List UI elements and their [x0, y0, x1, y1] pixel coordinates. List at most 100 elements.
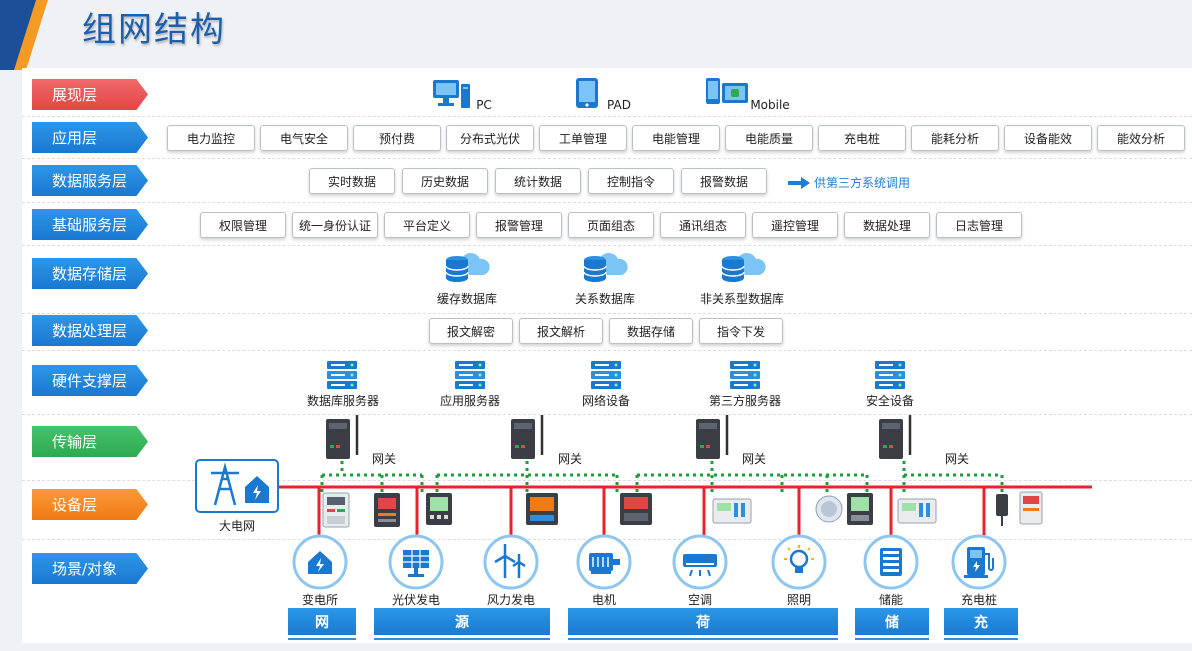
database-cloud-icon	[445, 252, 490, 282]
layer-basic-service: 基础服务层	[32, 209, 148, 240]
pc-label: PC	[476, 98, 492, 112]
gateway-label: 网关	[557, 452, 583, 466]
scene-substation-label: 变电所	[301, 593, 339, 607]
arrow-right-icon	[788, 176, 810, 189]
relational-database-label: 关系数据库	[574, 292, 636, 306]
meter-device-icon	[426, 493, 452, 525]
category-load: 荷	[568, 608, 838, 635]
gateway-label: 网关	[371, 452, 397, 466]
app-energy-management: 电能管理	[632, 125, 720, 151]
app-electrical-safety: 电气安全	[260, 125, 348, 151]
power-grid-icon	[195, 459, 279, 513]
app-charging-pile: 充电桩	[818, 125, 906, 151]
pad-label: PAD	[607, 98, 631, 112]
wind-turbine-icon	[483, 534, 539, 590]
category-underline	[855, 638, 929, 640]
category-source: 源	[374, 608, 550, 635]
layer-presentation: 展现层	[32, 79, 148, 110]
mobile-label: Mobile	[750, 98, 790, 112]
bs-log-management: 日志管理	[936, 212, 1022, 238]
proc-command-issue: 指令下发	[699, 318, 783, 344]
air-conditioner-icon	[672, 534, 728, 590]
nosql-database-label: 非关系型数据库	[699, 292, 785, 306]
scene-storage-label: 储能	[878, 593, 904, 607]
app-prepayment: 预付费	[353, 125, 441, 151]
bs-alarm-management: 报警管理	[476, 212, 562, 238]
database-cloud-icon	[721, 252, 766, 282]
charging-station-icon	[951, 534, 1007, 590]
pc-icon	[433, 80, 470, 108]
layer-application: 应用层	[32, 122, 148, 153]
corner-decoration	[0, 0, 48, 70]
category-underline	[288, 638, 356, 640]
network-device-label: 网络设备	[581, 394, 631, 408]
proc-data-storage: 数据存储	[609, 318, 693, 344]
mobile-icon	[706, 78, 748, 104]
bs-remote-control: 遥控管理	[752, 212, 838, 238]
ds-alarm-data: 报警数据	[681, 168, 767, 194]
gateway-icon	[326, 415, 359, 459]
server-icon	[591, 361, 621, 389]
third-party-label: 供第三方系统调用	[814, 176, 911, 190]
scene-motor-label: 电机	[591, 593, 617, 607]
app-power-monitoring: 电力监控	[167, 125, 255, 151]
security-device-label: 安全设备	[865, 394, 915, 408]
scene-pv-label: 光伏发电	[391, 593, 441, 607]
page-title: 组网结构	[82, 10, 226, 50]
app-distributed-pv: 分布式光伏	[446, 125, 534, 151]
energy-storage-icon	[863, 534, 919, 590]
app-power-quality: 电能质量	[725, 125, 813, 151]
bs-data-processing: 数据处理	[844, 212, 930, 238]
layer-data-storage: 数据存储层	[32, 258, 148, 289]
meter-device-icon	[620, 493, 652, 525]
server-icon	[875, 361, 905, 389]
sensor-device-icon	[815, 495, 843, 523]
bs-communication-configuration: 通讯组态	[660, 212, 746, 238]
category-grid: 网	[288, 608, 356, 635]
scene-lighting-label: 照明	[786, 593, 812, 607]
layer-device: 设备层	[32, 489, 148, 520]
scene-ac-label: 空调	[687, 593, 713, 607]
ds-realtime-data: 实时数据	[309, 168, 395, 194]
db-server-label: 数据库服务器	[306, 394, 380, 408]
proc-message-decrypt: 报文解密	[429, 318, 513, 344]
substation-icon	[292, 534, 348, 590]
bs-platform-definition: 平台定义	[384, 212, 470, 238]
server-icon	[730, 361, 760, 389]
tablet-icon	[576, 78, 598, 108]
gateway-icon	[879, 415, 912, 459]
category-charging: 充	[944, 608, 1018, 635]
gateway-label: 网关	[741, 452, 767, 466]
database-cloud-icon	[583, 252, 628, 282]
meter-device-icon	[374, 493, 400, 527]
ds-history-data: 历史数据	[402, 168, 488, 194]
app-efficiency-analysis: 能效分析	[1097, 125, 1185, 151]
third-party-server-label: 第三方服务器	[708, 394, 782, 408]
architecture-panel: 展现层 应用层 数据服务层 基础服务层 数据存储层 数据处理层 硬件支撑层 传输…	[22, 68, 1192, 643]
category-underline	[568, 638, 838, 640]
category-storage: 储	[855, 608, 929, 635]
app-work-order: 工单管理	[539, 125, 627, 151]
category-underline	[944, 638, 1018, 640]
gateway-icon	[696, 415, 729, 459]
app-server-label: 应用服务器	[439, 394, 501, 408]
layer-scene: 场景/对象	[32, 553, 148, 584]
layer-data-processing: 数据处理层	[32, 315, 148, 346]
layer-transport: 传输层	[32, 426, 148, 457]
ds-control-command: 控制指令	[588, 168, 674, 194]
app-energy-analysis: 能耗分析	[911, 125, 999, 151]
protection-device-icon	[322, 492, 350, 528]
meter-device-icon	[847, 493, 873, 525]
bs-permission-management: 权限管理	[200, 212, 286, 238]
scene-charging-label: 充电桩	[960, 593, 998, 607]
gateway-label: 网关	[944, 452, 970, 466]
gateway-icon	[511, 415, 544, 459]
cache-database-label: 缓存数据库	[436, 292, 498, 306]
din-rail-meter-icon	[712, 498, 752, 524]
bs-unified-identity: 统一身份认证	[292, 212, 378, 238]
grid-label: 大电网	[218, 519, 256, 533]
layer-hardware: 硬件支撑层	[32, 365, 148, 396]
network-wiring	[277, 461, 1092, 538]
layer-data-service: 数据服务层	[32, 165, 148, 196]
motor-icon	[576, 534, 632, 590]
